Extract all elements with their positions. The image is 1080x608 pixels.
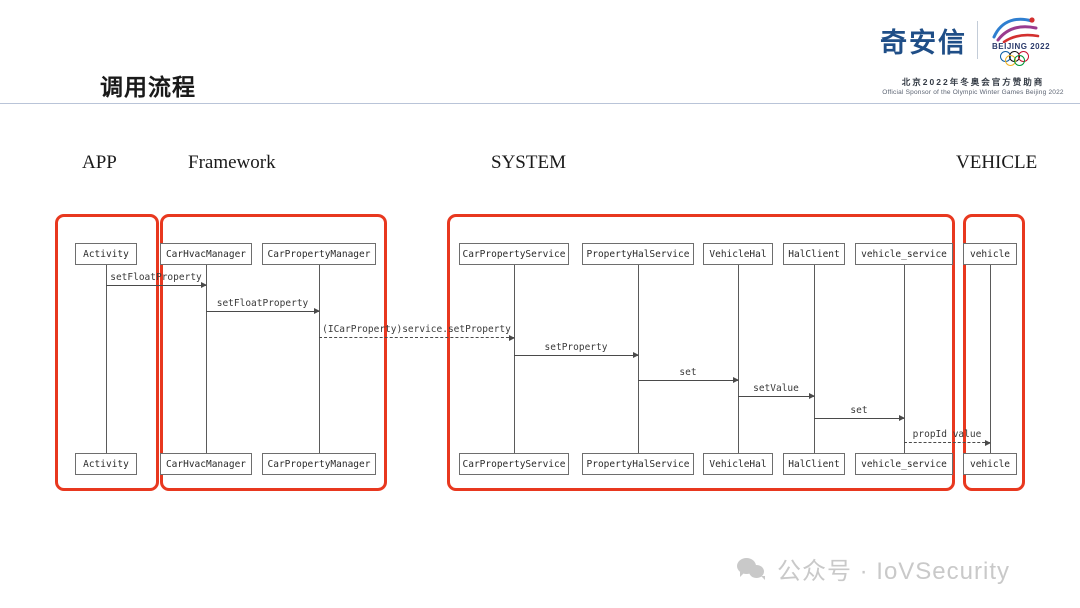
olympic-ring-green bbox=[1013, 55, 1025, 66]
arrow-head-icon bbox=[314, 307, 320, 314]
actor-bottom-activity: Activity bbox=[75, 453, 137, 475]
group-header-framework: Framework bbox=[188, 152, 276, 173]
message-propid-value: propId value bbox=[904, 429, 991, 446]
lifeline-vehiclehal bbox=[738, 254, 739, 465]
message-setvalue: setValue bbox=[738, 383, 815, 399]
lifeline-vehicle-service bbox=[904, 254, 905, 465]
actor-top-activity: Activity bbox=[75, 243, 137, 265]
message-setfloatproperty-2: setFloatProperty bbox=[206, 298, 320, 314]
olympic-emblem-icon: BEIJING 2022 bbox=[988, 15, 1058, 66]
arrow-head-icon bbox=[201, 281, 207, 288]
lifeline-activity bbox=[106, 254, 107, 465]
actor-top-vehiclehal: VehicleHal bbox=[703, 243, 773, 265]
watermark-text: 公众号 · IoVSecurity bbox=[776, 558, 1010, 585]
actor-bottom-vehicle: vehicle bbox=[963, 453, 1017, 475]
wechat-icon bbox=[736, 557, 767, 581]
brand-logo: 奇安信 BEIJING 2022 北京2022年冬奥会官方赞助商 Officia… bbox=[872, 14, 1072, 100]
arrow-head-icon bbox=[733, 376, 739, 383]
actor-top-propertyhalservice: PropertyHalService bbox=[582, 243, 694, 265]
message-label: setFloatProperty bbox=[110, 272, 202, 283]
message-icarproperty-setproperty: (ICarProperty)service.setProperty bbox=[319, 324, 515, 341]
actor-top-vehicle-service: vehicle_service bbox=[855, 243, 953, 265]
actor-bottom-carpropertyservice: CarPropertyService bbox=[459, 453, 569, 475]
beijing-2022-swoosh-icon bbox=[992, 17, 1040, 44]
message-label: set bbox=[850, 405, 868, 416]
page-title: 调用流程 bbox=[100, 74, 196, 100]
lifeline-carhvacmanager bbox=[206, 254, 207, 465]
message-set-1: set bbox=[638, 367, 739, 383]
brand-logo-row: 奇安信 BEIJING 2022 bbox=[872, 14, 1072, 66]
brand-divider bbox=[977, 21, 978, 59]
actor-top-vehicle: vehicle bbox=[963, 243, 1017, 265]
arrow-head-icon bbox=[985, 439, 991, 446]
actor-top-carpropertymanager: CarPropertyManager bbox=[262, 243, 376, 265]
lifeline-carpropertymanager bbox=[319, 254, 320, 465]
actor-bottom-carhvacmanager: CarHvacManager bbox=[160, 453, 252, 475]
brand-company-name: 奇安信 bbox=[880, 27, 967, 58]
actor-bottom-carpropertymanager: CarPropertyManager bbox=[262, 453, 376, 475]
lifeline-vehicle bbox=[990, 254, 991, 465]
group-header-vehicle: VEHICLE bbox=[956, 152, 1038, 173]
message-label: setFloatProperty bbox=[216, 298, 309, 309]
lifeline-halclient bbox=[814, 254, 815, 465]
header-divider bbox=[0, 103, 1080, 104]
message-label: setValue bbox=[753, 383, 799, 394]
message-label: set bbox=[679, 367, 697, 378]
olympic-rings-icon bbox=[1000, 51, 1046, 66]
actor-bottom-propertyhalservice: PropertyHalService bbox=[582, 453, 694, 475]
message-setfloatproperty-1: setFloatProperty bbox=[106, 272, 207, 288]
lifeline-propertyhalservice bbox=[638, 254, 639, 465]
message-label: setProperty bbox=[544, 342, 608, 353]
group-box-app bbox=[55, 214, 159, 491]
arrow-head-icon bbox=[899, 414, 905, 421]
actor-top-carhvacmanager: CarHvacManager bbox=[160, 243, 252, 265]
message-setproperty: setProperty bbox=[514, 342, 639, 358]
message-label: propId value bbox=[912, 429, 982, 440]
message-set-2: set bbox=[814, 405, 905, 421]
sponsor-line-en: Official Sponsor of the Olympic Winter G… bbox=[882, 89, 1064, 96]
actor-top-carpropertyservice: CarPropertyService bbox=[459, 243, 569, 265]
beijing-2022-wordmark: BEIJING 2022 bbox=[992, 42, 1051, 51]
wechat-bubble-large-tail bbox=[739, 571, 745, 577]
actor-bottom-halclient: HalClient bbox=[783, 453, 845, 475]
group-box-system bbox=[447, 214, 955, 491]
wechat-bubble-small-tail bbox=[760, 575, 765, 580]
sequence-diagram: APP Framework SYSTEM VEHICLE Activity Ca… bbox=[0, 120, 1080, 520]
arrow-head-icon bbox=[633, 351, 639, 358]
footer-watermark: 公众号 · IoVSecurity bbox=[736, 551, 1010, 586]
group-box-vehicle bbox=[963, 214, 1025, 491]
arrow-head-icon bbox=[509, 334, 515, 341]
wechat-bubble-small bbox=[748, 564, 764, 578]
actor-bottom-vehicle-service: vehicle_service bbox=[855, 453, 953, 475]
actor-top-halclient: HalClient bbox=[783, 243, 845, 265]
actor-bottom-vehiclehal: VehicleHal bbox=[703, 453, 773, 475]
sponsor-line-cn: 北京2022年冬奥会官方赞助商 bbox=[901, 77, 1045, 87]
group-header-system: SYSTEM bbox=[491, 152, 566, 173]
group-header-app: APP bbox=[82, 152, 117, 173]
message-label: (ICarProperty)service.setProperty bbox=[322, 324, 511, 335]
arrow-head-icon bbox=[809, 392, 815, 399]
lifeline-carpropertyservice bbox=[514, 254, 515, 465]
group-box-framework bbox=[160, 214, 387, 491]
